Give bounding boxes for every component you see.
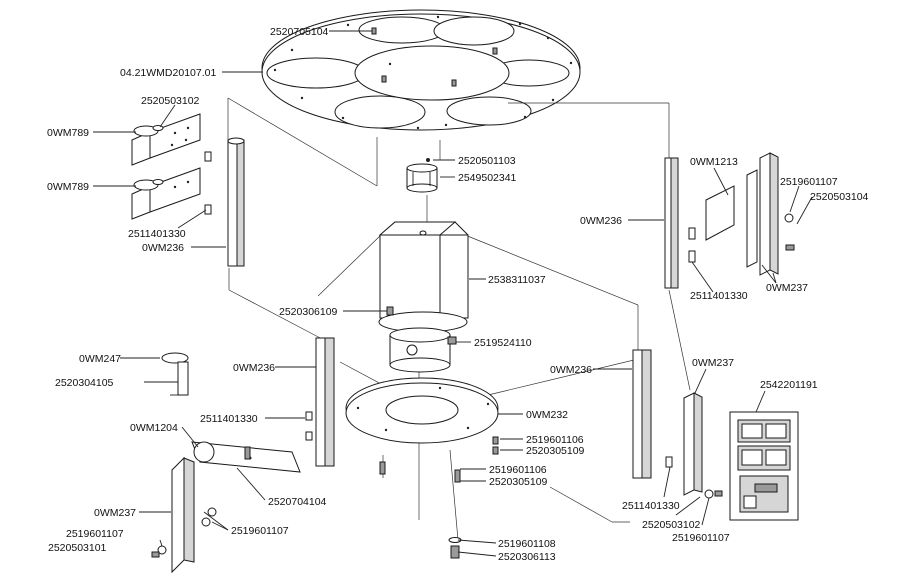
label-2520705104: 2520705104 [270, 26, 329, 38]
label-2511401330-lower-right: 2511401330 [622, 500, 680, 512]
label-0wm237-left: 0WM237 [94, 507, 136, 519]
label-0wm236-left: 0WM236 [142, 242, 184, 254]
label-2542201191: 2542201191 [760, 379, 818, 391]
din-rail-lower-right [683, 392, 703, 496]
drive-housing [389, 327, 457, 373]
label-2519601107-right: 2519601107 [780, 176, 838, 188]
label-2520305109-b: 2520305109 [489, 476, 548, 488]
rail-upper-right [664, 157, 679, 289]
label-2511401330-right: 2511401330 [690, 290, 748, 302]
label-2520503101: 2520503101 [48, 542, 107, 554]
motor-top-unit [406, 158, 438, 193]
label-2511401330-middle: 2511401330 [200, 413, 258, 425]
label-2519601106-a: 2519601106 [526, 434, 584, 446]
label-0wm236-middle-left: 0WM236 [233, 362, 275, 374]
nut-insert-middle-a [305, 411, 313, 421]
electronic-module [729, 411, 799, 521]
label-2520704104: 2520704104 [268, 496, 327, 508]
label-0wm247: 0WM247 [79, 353, 121, 365]
rail-middle-left [315, 337, 335, 467]
label-2520306109: 2520306109 [279, 306, 338, 318]
nut-insert-lower-right [665, 456, 673, 468]
label-0wm236-middle-right: 0WM236 [550, 364, 592, 376]
top-plate [261, 9, 581, 131]
washer-left-b [201, 517, 211, 527]
nut-insert-right-a [688, 227, 696, 240]
rail-middle-right [632, 349, 652, 479]
bottom-fasteners [448, 537, 462, 559]
nut-insert-middle-b [305, 431, 313, 441]
label-0wm237-right-lower: 0WM237 [692, 357, 734, 369]
part-labels: 2520705104 04.21WMD20107.01 2520503102 0… [47, 26, 869, 563]
screw-left-lower [151, 551, 160, 558]
label-2519601106-b: 2519601106 [489, 464, 547, 476]
main-body [378, 221, 469, 333]
washer-right-upper [784, 213, 794, 223]
label-2511401330-left: 2511401330 [128, 228, 186, 240]
label-0wm232: 0WM232 [526, 409, 568, 421]
nut-insert-upper [204, 151, 212, 162]
label-2520304105: 2520304105 [55, 377, 114, 389]
lower-plate [345, 377, 499, 483]
label-2549502341: 2549502341 [458, 172, 517, 184]
label-0wm237-right-upper: 0WM237 [766, 282, 808, 294]
plate-0wm1213 [705, 185, 735, 241]
nut-insert-lower [204, 204, 212, 215]
label-2519601107-lower-right: 2519601107 [672, 532, 730, 544]
din-rail-lower-left [171, 456, 195, 574]
nut-insert-right-b [688, 250, 696, 263]
leader-lines [93, 30, 813, 557]
label-0wm1204: 0WM1204 [130, 422, 178, 434]
label-2520501103: 2520501103 [458, 155, 516, 167]
assembly-guide-lines [227, 97, 691, 541]
label-2520306113: 2520306113 [498, 551, 556, 563]
label-0wm789-upper: 0WM789 [47, 127, 89, 139]
label-2519601107-left: 2519601107 [66, 528, 124, 540]
bracket-0wm247 [161, 352, 189, 396]
label-2520503102-bottom: 2520503102 [642, 519, 701, 531]
screw-right-lower [714, 490, 723, 497]
label-2519601108: 2519601108 [498, 538, 556, 550]
bracket-0wm1204 [191, 441, 301, 473]
label-04-21wmd20107-01: 04.21WMD20107.01 [120, 67, 216, 79]
rail-upper-left [227, 137, 245, 267]
screw-right-upper [785, 244, 795, 251]
label-2538311037: 2538311037 [488, 274, 546, 286]
din-rail-upper-right [746, 152, 779, 276]
label-0wm236-right: 0WM236 [580, 215, 622, 227]
label-0wm789-lower: 0WM789 [47, 181, 89, 193]
label-2520305109-a: 2520305109 [526, 445, 585, 457]
label-2520503102-top: 2520503102 [141, 95, 200, 107]
bracket-upper-left [131, 113, 201, 166]
washer-left-a [207, 507, 217, 517]
bracket-lower-left [131, 167, 201, 220]
label-2519601107-middle: 2519601107 [231, 525, 289, 537]
label-2520503104: 2520503104 [810, 191, 869, 203]
label-2519524110: 2519524110 [474, 337, 532, 349]
label-0wm1213: 0WM1213 [690, 156, 738, 168]
washer-right-lower [704, 489, 714, 499]
